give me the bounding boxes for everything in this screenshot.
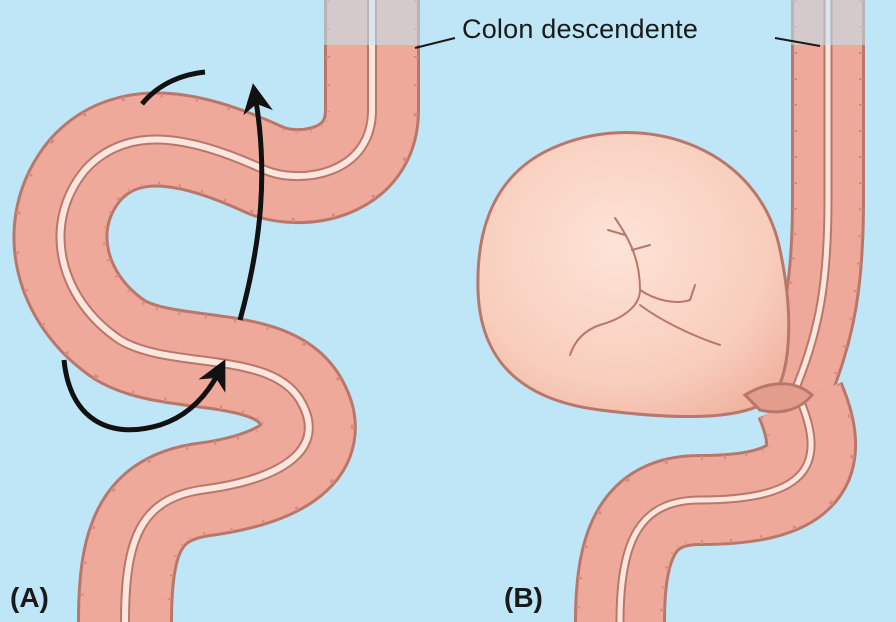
distended-loop xyxy=(478,133,789,417)
panel-b-volvulus xyxy=(478,0,880,622)
panel-b-label: (B) xyxy=(504,582,543,614)
colon-descendente-label: Colon descendente xyxy=(462,14,698,45)
panel-a-label: (A) xyxy=(10,582,49,614)
panel-a-sigmoid xyxy=(60,0,430,622)
